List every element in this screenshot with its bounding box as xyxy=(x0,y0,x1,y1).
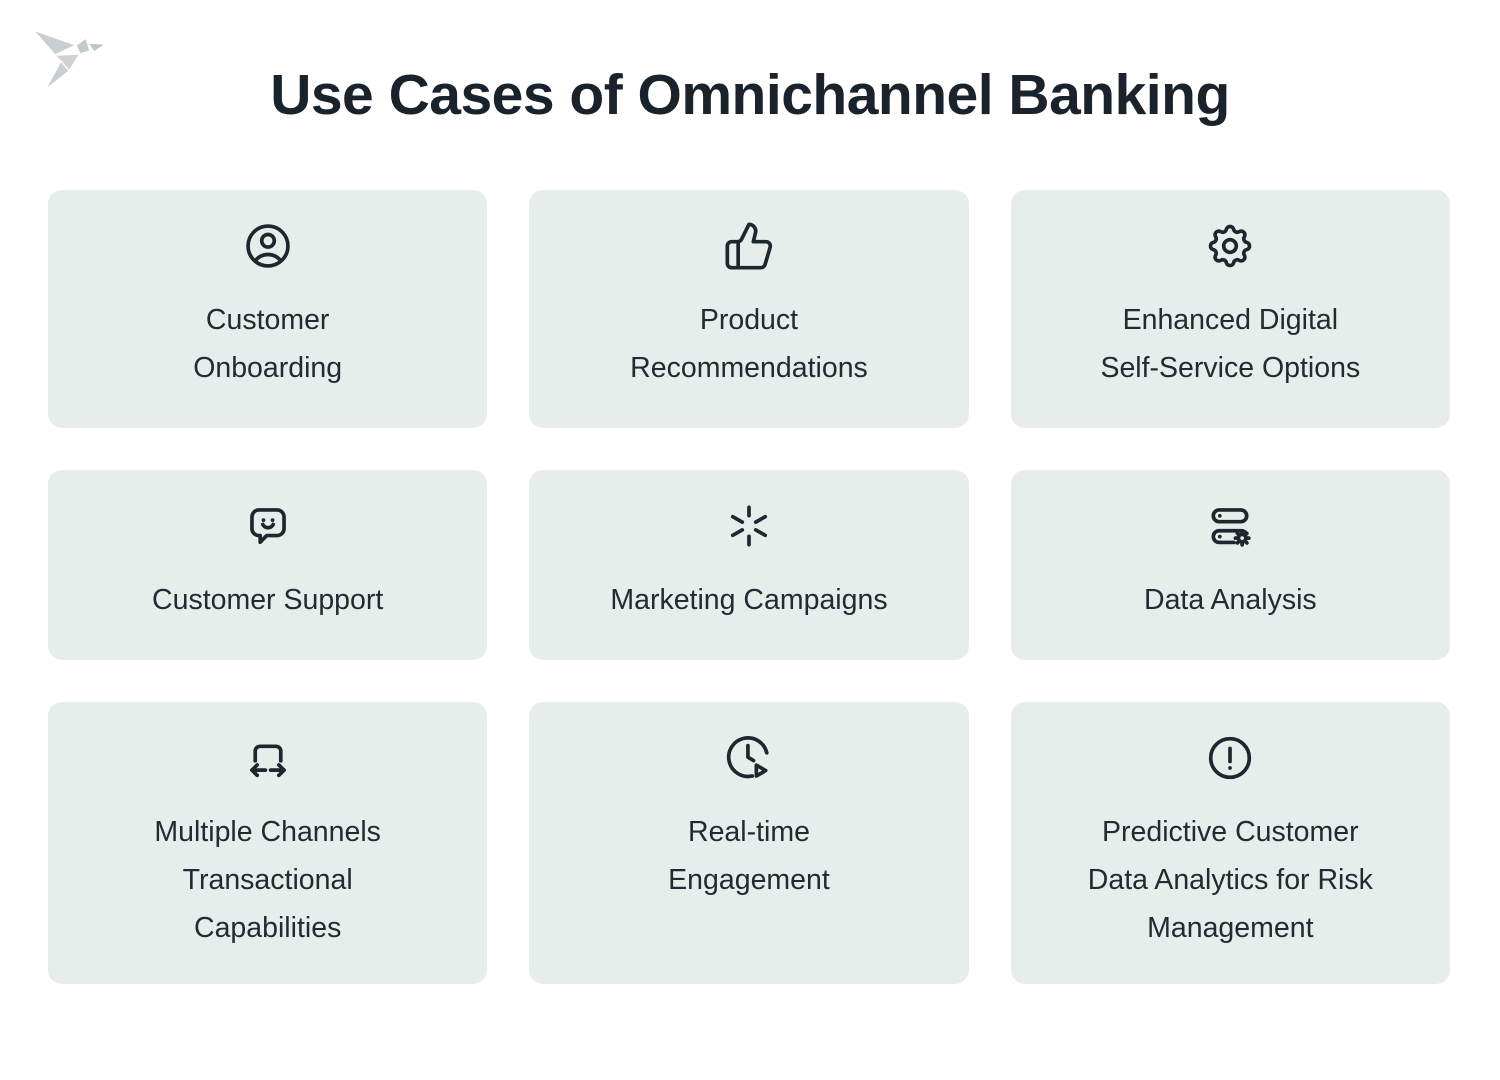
card-label-line: Engagement xyxy=(668,864,830,896)
card-label-line: Self-Service Options xyxy=(1100,352,1361,384)
clock-play-icon xyxy=(726,736,769,779)
server-gear-icon xyxy=(1211,508,1252,547)
card-icon-wrap xyxy=(723,220,775,272)
card-icon-wrap xyxy=(1204,732,1256,784)
logo-wing xyxy=(32,29,77,56)
card-label-line: Capabilities xyxy=(193,912,342,944)
page-title: Use Cases of Omnichannel Banking xyxy=(270,63,1230,127)
card-label-line: Multiple Channels xyxy=(154,816,381,848)
card-icon-wrap xyxy=(242,732,294,784)
card-label-line: Onboarding xyxy=(193,352,343,384)
card-label-line: Customer Support xyxy=(152,584,384,616)
user-circle-icon xyxy=(245,224,290,268)
card-label: Customer Support xyxy=(152,576,383,624)
card-label: Marketing Campaigns xyxy=(610,576,887,624)
card-label-line: Enhanced Digital xyxy=(1122,304,1339,336)
gear-icon xyxy=(1209,224,1252,268)
logo-tail xyxy=(44,60,70,91)
origami-bird-logo-icon xyxy=(32,29,107,91)
card-data-analysis: Data Analysis xyxy=(1010,470,1450,660)
thumbs-up-icon xyxy=(725,222,773,270)
card-icon-wrap xyxy=(242,220,294,272)
spark-icon xyxy=(730,505,768,547)
card-label-line: Real-time xyxy=(688,816,810,848)
card-customer-support: Customer Support xyxy=(48,470,488,660)
logo-beak xyxy=(87,42,107,53)
card-label-line: Data Analytics for Risk xyxy=(1087,864,1373,896)
card-label-line: Management xyxy=(1147,912,1314,944)
card-label-line: Customer xyxy=(205,304,330,336)
alert-circle-icon xyxy=(1209,736,1252,780)
card-label-line: Predictive Customer xyxy=(1102,816,1359,848)
card-label-line: Product xyxy=(699,304,799,336)
card-label: Data Analysis xyxy=(1144,576,1317,624)
card-icon-wrap xyxy=(1204,500,1256,552)
card-icon-wrap xyxy=(1204,220,1256,272)
card-icon-wrap xyxy=(723,732,775,784)
chat-smile-icon xyxy=(249,508,286,545)
card-icon-wrap xyxy=(723,500,775,552)
card-label-line: Data Analysis xyxy=(1143,584,1317,616)
logo-head xyxy=(75,37,91,55)
card-label-line: Marketing Campaigns xyxy=(610,584,888,616)
card-label-line: Transactional xyxy=(182,864,353,896)
card-icon-wrap xyxy=(242,500,294,552)
card-label-line: Recommendations xyxy=(630,352,868,384)
card-marketing-campaigns: Marketing Campaigns xyxy=(529,470,969,660)
channels-arrows-icon xyxy=(249,744,286,778)
